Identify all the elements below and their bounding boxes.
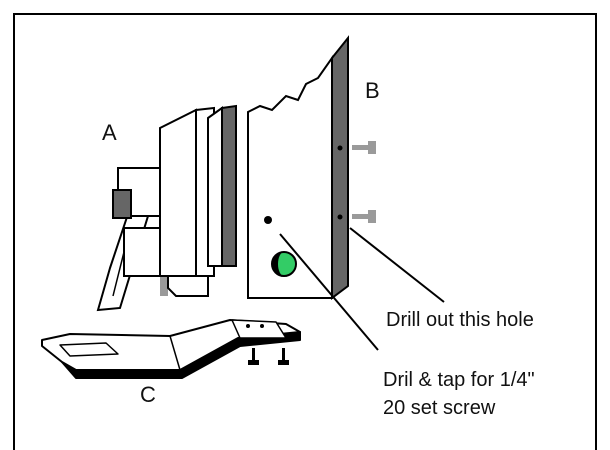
part-a-clamp [96, 104, 237, 312]
part-b-edge-dot-top [337, 145, 343, 151]
frame-bottom-mask [0, 428, 610, 450]
part-b-screw-bottom [352, 210, 376, 223]
part-b-edge-dot-bottom [337, 214, 343, 220]
part-b-plate [247, 35, 349, 300]
part-a-lower-block [123, 227, 161, 277]
callout-drill-tap-line1: Dril & tap for 1/4" [383, 369, 535, 391]
label-part-b: B [365, 78, 380, 103]
part-c-screw-left [248, 348, 259, 365]
part-c-bend-line [169, 335, 181, 371]
part-b-screw-top [352, 141, 376, 154]
part-c-raised-tab [231, 319, 287, 339]
part-a-tall-plate [207, 106, 223, 267]
part-a-dark-pivot [112, 189, 132, 219]
part-b-dark-edge [331, 35, 349, 300]
part-b-small-hole [264, 216, 272, 224]
part-c-tab-dot-1 [246, 324, 250, 328]
part-c-slot [59, 342, 119, 357]
part-c-tab-dot-2 [260, 324, 264, 328]
part-b-green-hole-shadow [272, 252, 284, 276]
part-c-screw-right [278, 348, 289, 365]
label-part-c: C [140, 382, 156, 407]
callout-drill-out: Drill out this hole [386, 309, 534, 331]
part-a-gray-pin [160, 272, 168, 296]
part-c-bracket [41, 319, 301, 379]
part-a-main-block [159, 108, 197, 277]
leader-drill-out [349, 227, 445, 303]
leader-drill-tap [279, 233, 379, 351]
part-a-rear-box [167, 275, 209, 297]
part-b-white-face [247, 54, 333, 299]
label-part-a: A [102, 120, 117, 145]
callout-drill-tap-line2: 20 set screw [383, 397, 496, 419]
part-a-dark-plate [221, 104, 237, 267]
